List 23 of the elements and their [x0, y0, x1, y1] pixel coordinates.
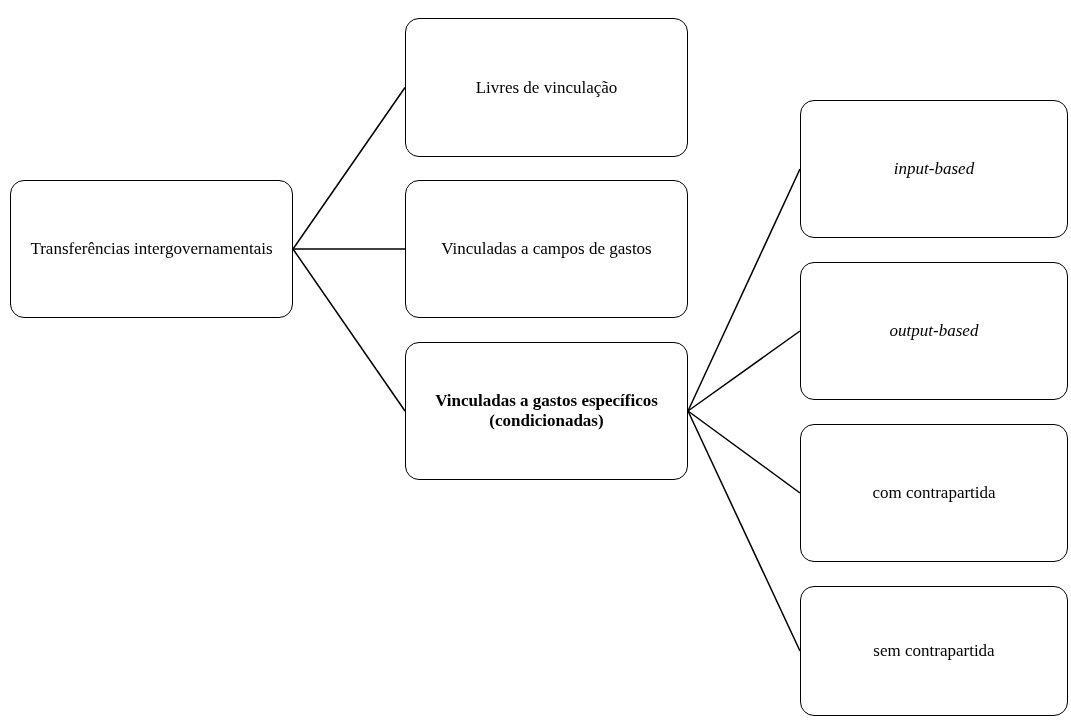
box-label: Livres de vinculação [475, 77, 618, 98]
connector-line [687, 410, 801, 494]
box-label: Transferências intergovernamentais [30, 239, 273, 259]
box-label: input-based [893, 159, 975, 179]
connector-line [292, 248, 406, 250]
box-label: sem contrapartida [873, 641, 995, 661]
box-label: Vinculadas a gastos específicos (condicionadas) [434, 391, 659, 431]
box-label: Vinculadas a campos de gastos [441, 239, 652, 259]
box-label: com contrapartida [872, 483, 996, 503]
connector-line [687, 330, 801, 412]
rounded-box [405, 180, 688, 318]
connector-line [687, 410, 801, 652]
connector-line [687, 168, 801, 412]
connector-line [292, 86, 406, 250]
rounded-box [800, 262, 1068, 400]
rounded-box [800, 424, 1068, 562]
rounded-box [405, 342, 688, 480]
rounded-box [405, 18, 688, 157]
rounded-box [800, 100, 1068, 238]
rounded-box [800, 586, 1068, 716]
rounded-box [10, 180, 293, 318]
box-label: output-based [889, 321, 979, 341]
connector-line [292, 248, 406, 412]
